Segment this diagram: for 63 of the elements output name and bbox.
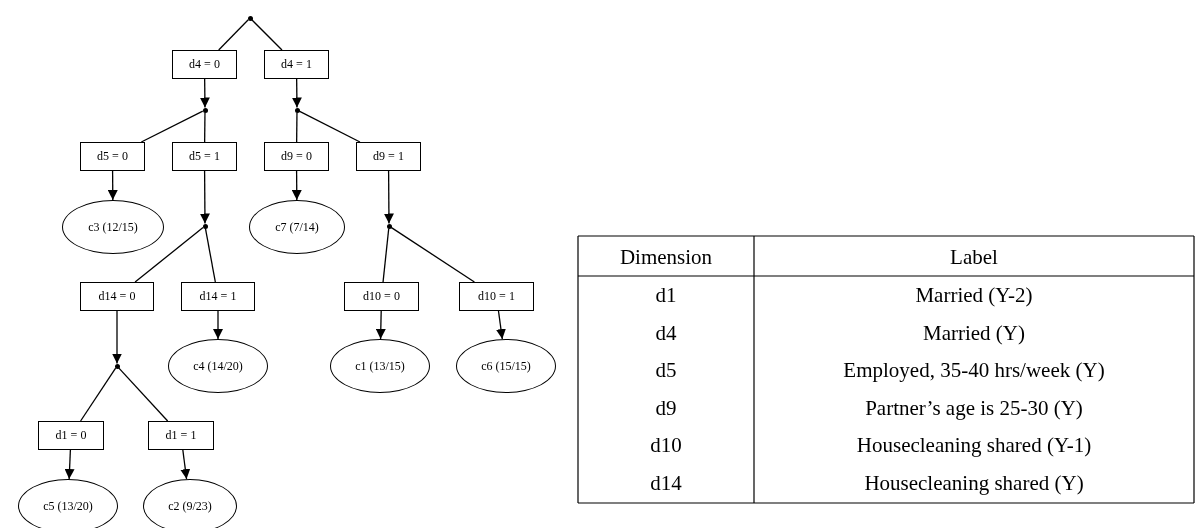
- arrow: [107, 170, 118, 201]
- split-box: d10 = 0: [344, 282, 419, 311]
- table-cell: Married (Y): [923, 320, 1025, 346]
- table-cell: Partner’s age is 25-30 (Y): [865, 395, 1083, 421]
- junction-dot: [202, 107, 208, 113]
- connector-line: [251, 19, 283, 51]
- junction-dot: [247, 15, 253, 21]
- connector-line: [140, 110, 204, 143]
- leaf-ellipse: c1 (13/15): [330, 339, 430, 393]
- table-cell: d14: [650, 470, 682, 496]
- split-box: d5 = 1: [172, 142, 237, 171]
- arrow: [291, 78, 302, 109]
- junction-dot: [202, 223, 208, 229]
- arrow: [180, 449, 191, 480]
- table-cell: d9: [655, 395, 677, 421]
- connector-line: [298, 110, 361, 143]
- table-cell: d4: [655, 320, 677, 346]
- arrow: [112, 310, 122, 365]
- split-box: d14 = 0: [80, 282, 154, 311]
- leaf-ellipse: c6 (15/15): [456, 339, 556, 393]
- leaf-ellipse: c3 (12/15): [62, 200, 164, 254]
- split-box: d4 = 1: [264, 50, 329, 79]
- arrow: [64, 449, 75, 480]
- table-cell: d10: [650, 432, 682, 458]
- arrow: [383, 170, 394, 225]
- connector-line: [218, 19, 249, 51]
- table-cell: d1: [655, 282, 677, 308]
- connector-line: [204, 111, 206, 143]
- split-box: d9 = 0: [264, 142, 329, 171]
- arrow: [199, 170, 210, 225]
- table-cell: Housecleaning shared (Y-1): [856, 432, 1092, 458]
- junction-dot: [294, 107, 300, 113]
- connector-line: [118, 367, 169, 422]
- arrow: [375, 310, 386, 340]
- leaf-ellipse: c4 (14/20): [168, 339, 268, 393]
- junction-dot: [386, 223, 392, 229]
- split-box: d1 = 1: [148, 421, 214, 450]
- connector-line: [134, 226, 204, 283]
- split-box: d9 = 1: [356, 142, 421, 171]
- leaf-ellipse: c7 (7/14): [249, 200, 345, 254]
- arrow: [496, 310, 506, 340]
- column-header: Label: [950, 244, 998, 270]
- arrow: [291, 170, 302, 201]
- connector-line: [390, 226, 476, 283]
- table-cell: d5: [655, 357, 677, 383]
- connector-line: [296, 111, 298, 143]
- arrow: [199, 78, 210, 109]
- split-box: d5 = 0: [80, 142, 145, 171]
- leaf-ellipse: c5 (13/20): [18, 479, 118, 528]
- table-cell: Employed, 35-40 hrs/week (Y): [843, 357, 1105, 383]
- split-box: d1 = 0: [38, 421, 104, 450]
- split-box: d14 = 1: [181, 282, 255, 311]
- split-box: d10 = 1: [459, 282, 534, 311]
- split-box: d4 = 0: [172, 50, 237, 79]
- connector-line: [204, 227, 216, 283]
- column-header: Dimension: [619, 244, 713, 270]
- junction-dot: [114, 363, 120, 369]
- table-cell: Housecleaning shared (Y): [864, 470, 1084, 496]
- connector-line: [382, 227, 390, 283]
- table-cell: Married (Y-2): [915, 282, 1033, 308]
- arrow: [213, 310, 223, 340]
- leaf-ellipse: c2 (9/23): [143, 479, 237, 528]
- connector-line: [79, 367, 117, 422]
